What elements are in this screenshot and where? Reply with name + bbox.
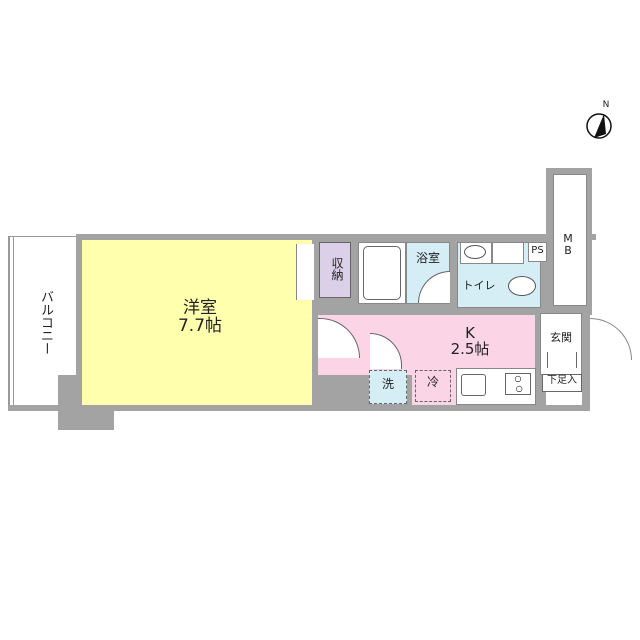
western-room: [82, 240, 314, 405]
wall-bottom-main: [8, 405, 590, 411]
mb-label-m: M: [563, 232, 573, 245]
kitchen-size: 2.5帖: [450, 339, 490, 358]
fridge-label: 冷: [426, 375, 439, 389]
closet-door-area[interactable]: [296, 244, 314, 300]
toilet-bowl-icon: [508, 276, 536, 296]
stove-icon: ○ ○: [505, 373, 531, 395]
western-room-size: 7.7帖: [177, 315, 223, 336]
ps-label: PS: [531, 245, 544, 256]
kitchen-sink-icon: [461, 374, 486, 396]
bathroom-label: 浴室: [415, 251, 440, 265]
kitchen-label: K 2.5帖: [440, 324, 500, 358]
toilet-label: トイレ: [462, 279, 496, 292]
toilet-wall-white: [492, 242, 524, 264]
north-arrow-icon: [594, 114, 606, 138]
entrance-label: 玄関: [550, 331, 572, 344]
wall-top-main: [76, 234, 596, 240]
mb-label: M B: [555, 233, 581, 256]
mb-label-b: B: [564, 243, 572, 257]
compass-icon: [586, 113, 612, 139]
shoe-box-label: 下足入: [547, 375, 577, 386]
mb-room: [553, 174, 587, 306]
washer-space: [369, 370, 407, 404]
shoe-box-doors[interactable]: [547, 352, 577, 368]
balcony-rail: [13, 236, 14, 408]
wall-east-lower: [582, 310, 590, 411]
storage-room: [319, 242, 351, 298]
ps-room: [528, 242, 547, 262]
balcony-label: バルコニー: [38, 290, 53, 355]
western-room-label: 洋室 7.7帖: [150, 298, 250, 336]
kitchen-name: K: [465, 324, 475, 342]
western-room-name: 洋室: [183, 298, 217, 318]
sink-icon: [464, 245, 486, 259]
washer-label: 洗: [381, 377, 394, 391]
shoe-box: [542, 374, 582, 392]
bathtub-area: [358, 242, 406, 304]
compass-letter: N: [602, 100, 610, 110]
bathtub: [363, 246, 401, 300]
wall-west: [76, 234, 82, 409]
fridge-space: [415, 370, 451, 402]
storage-label: 収納: [330, 257, 344, 281]
